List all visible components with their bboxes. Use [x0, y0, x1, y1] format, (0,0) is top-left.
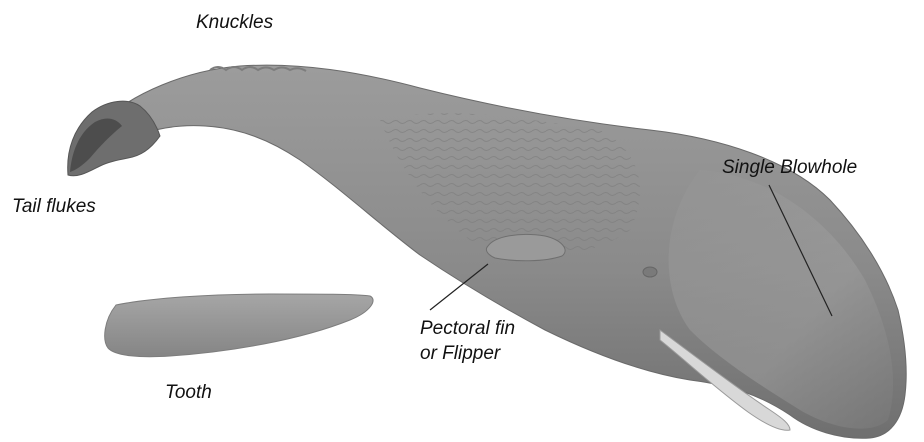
label-or-flipper: or Flipper [420, 343, 500, 365]
label-pectoral-fin: Pectoral fin [420, 318, 515, 340]
label-knuckles: Knuckles [196, 12, 273, 34]
label-single-blowhole: Single Blowhole [722, 157, 857, 179]
label-tooth: Tooth [165, 382, 212, 404]
tooth [105, 294, 373, 357]
pectoral-fin [486, 234, 565, 260]
whale-eye [643, 267, 657, 277]
label-tail-flukes: Tail flukes [12, 196, 96, 218]
